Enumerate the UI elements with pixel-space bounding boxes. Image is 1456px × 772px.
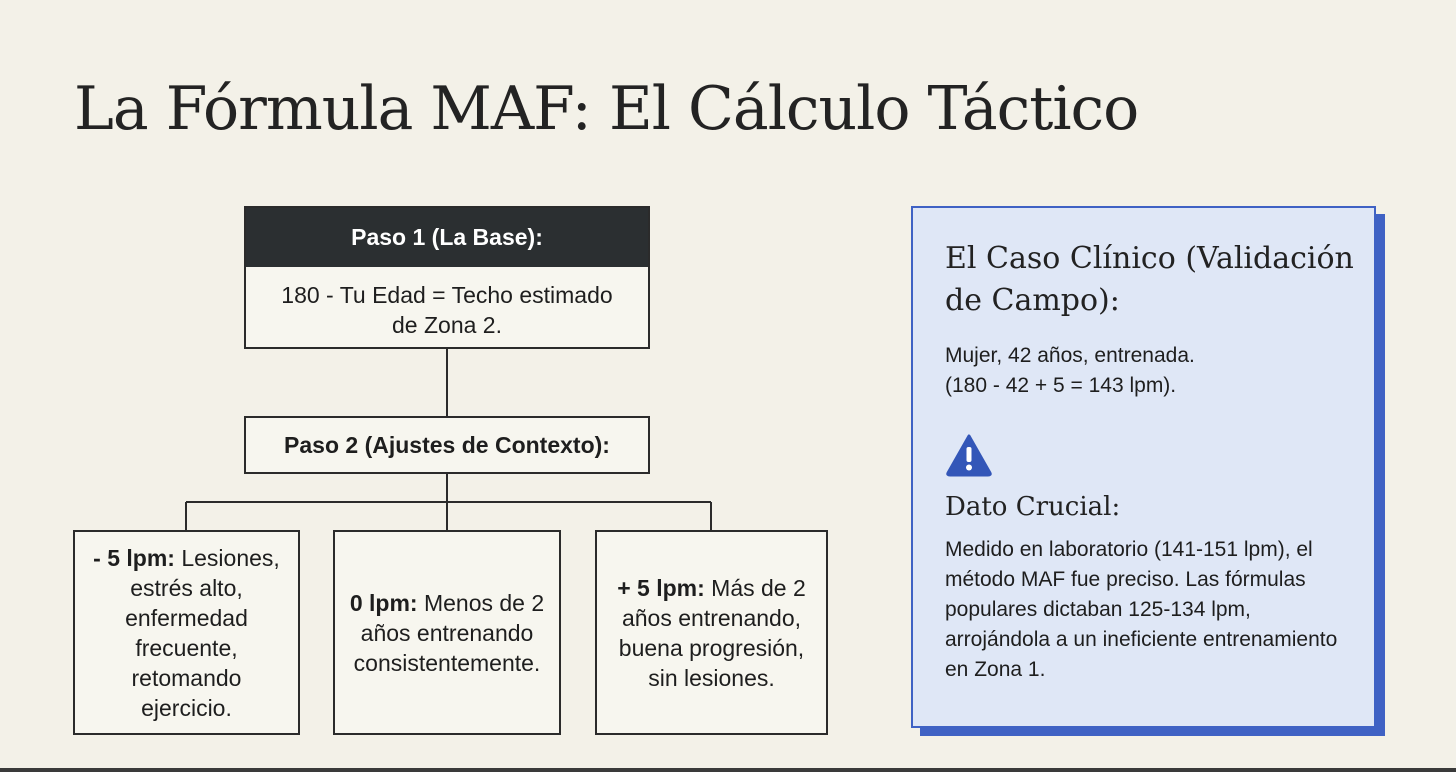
- step1-box: Paso 1 (La Base): 180 - Tu Edad = Techo …: [244, 206, 650, 349]
- adjustment-zero-box: 0 lpm: Menos de 2 años entrenando consis…: [333, 530, 561, 735]
- adjustment-minus-text: - 5 lpm: Lesiones, estrés alto, enfermed…: [87, 543, 286, 723]
- warning-icon: [946, 434, 992, 477]
- adjustment-plus-text: + 5 lpm: Más de 2 años entrenando, buena…: [609, 573, 814, 693]
- adjustment-minus-value: - 5 lpm:: [93, 544, 175, 571]
- adjustment-plus-description: Más de 2 años entrenando, buena progresi…: [618, 574, 806, 691]
- adjustment-zero-value: 0 lpm:: [349, 589, 418, 616]
- crucial-title: Dato Crucial:: [945, 492, 1121, 522]
- adjustment-zero-description: Menos de 2 años entrenando consistenteme…: [353, 589, 545, 676]
- step2-box: Paso 2 (Ajustes de Contexto):: [244, 416, 650, 474]
- case-card: El Caso Clínico (Validación de Campo): M…: [911, 206, 1376, 728]
- case-title: El Caso Clínico (Validación de Campo):: [945, 241, 1354, 318]
- adjustment-minus-box: - 5 lpm: Lesiones, estrés alto, enfermed…: [73, 530, 300, 735]
- adjustment-zero-text: 0 lpm: Menos de 2 años entrenando consis…: [347, 588, 547, 678]
- adjustment-plus-value: + 5 lpm:: [617, 574, 705, 601]
- step1-header: Paso 1 (La Base):: [246, 208, 648, 267]
- bottom-divider: [0, 768, 1456, 772]
- step1-body: 180 - Tu Edad = Techo estimado de Zona 2…: [281, 282, 613, 338]
- case-line-2: (180 - 42 + 5 = 143 lpm).: [945, 374, 1177, 397]
- slide-title: La Fórmula MAF: El Cálculo Táctico: [74, 74, 1139, 144]
- adjustment-minus-description: Lesiones, estrés alto, enfermedad frecue…: [125, 544, 280, 721]
- case-line-1: Mujer, 42 años, entrenada.: [945, 344, 1195, 367]
- case-summary: Mujer, 42 años, entrenada. (180 - 42 + 5…: [945, 341, 1345, 401]
- crucial-text: Medido en laboratorio (141-151 lpm), el …: [945, 538, 1338, 681]
- adjustment-plus-box: + 5 lpm: Más de 2 años entrenando, buena…: [595, 530, 828, 735]
